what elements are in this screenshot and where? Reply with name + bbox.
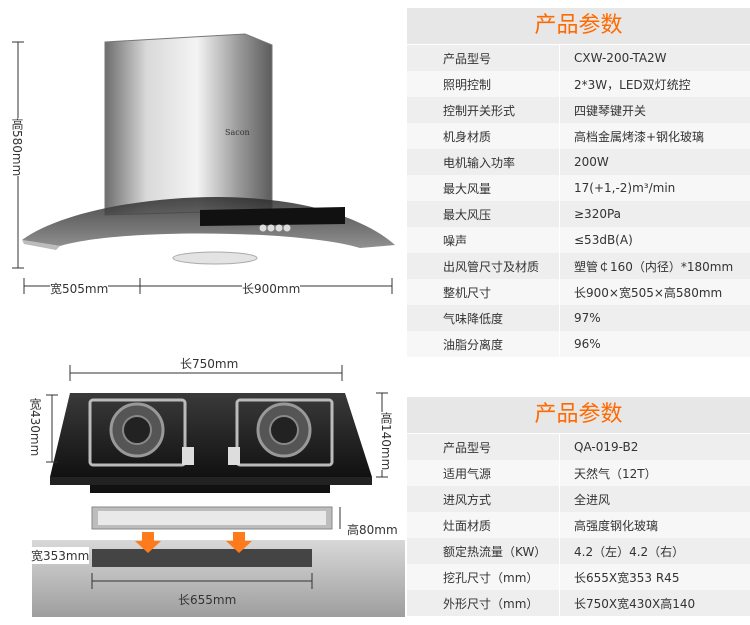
- spec-key: 适用气源: [407, 460, 560, 486]
- stove-height-dim: 高140mm: [378, 412, 395, 471]
- down-arrow-icon: [135, 532, 161, 553]
- spec-key: 控制开关形式: [407, 97, 560, 123]
- spec-key: 灶面材质: [407, 512, 560, 538]
- spec-value: CXW-200-TA2W: [559, 45, 750, 71]
- spec-row: 机身材质高档金属烤漆+钢化玻璃: [407, 123, 750, 149]
- spec-value: 塑管￠160（内径）*180mm: [559, 253, 750, 279]
- down-arrow-icon: [226, 532, 252, 553]
- spec-value: 2*3W，LED双灯统控: [559, 71, 750, 97]
- spec-key: 气味降低度: [407, 305, 560, 331]
- spec-value: 4.2（左）4.2（右）: [559, 538, 750, 564]
- spec-value: ≥320Pa: [559, 201, 750, 227]
- hood-spec-title: 产品参数: [407, 8, 750, 44]
- spec-key: 挖孔尺寸（mm）: [407, 564, 560, 590]
- cutout-width-dim: 宽353mm: [31, 547, 90, 564]
- spec-value: 全进风: [559, 486, 750, 512]
- spec-value: 高档金属烤漆+钢化玻璃: [559, 123, 750, 149]
- spec-value: 长900×宽505×高580mm: [559, 279, 750, 305]
- spec-row: 灶面材质高强度钢化玻璃: [407, 512, 750, 538]
- spec-key: 噪声: [407, 227, 560, 253]
- spec-row: 挖孔尺寸（mm）长655X宽353 R45: [407, 564, 750, 590]
- spec-row: 额定热流量（KW）4.2（左）4.2（右）: [407, 538, 750, 564]
- spec-key: 电机输入功率: [407, 149, 560, 175]
- stove-bottom-height-dim: 高80mm: [347, 521, 398, 538]
- spec-value: QA-019-B2: [559, 434, 750, 460]
- control-key-icon: [275, 224, 283, 232]
- spec-value: 长750X宽430X高140: [559, 590, 750, 616]
- spec-row: 整机尺寸长900×宽505×高580mm: [407, 279, 750, 305]
- cutout-length-dim: 长655mm: [178, 593, 237, 607]
- spec-row: 控制开关形式四键琴键开关: [407, 97, 750, 123]
- spec-row: 适用气源天然气（12T）: [407, 460, 750, 486]
- spec-key: 油脂分离度: [407, 331, 560, 357]
- spec-row: 最大风压≥320Pa: [407, 201, 750, 227]
- range-hood-image: [12, 33, 395, 294]
- gas-stove-image: [32, 365, 405, 617]
- control-key-icon: [259, 224, 267, 232]
- spec-key: 出风管尺寸及材质: [407, 253, 560, 279]
- spec-key: 外形尺寸（mm）: [407, 590, 560, 616]
- spec-key: 产品型号: [407, 434, 560, 460]
- stove-spec-title: 产品参数: [407, 397, 750, 433]
- spec-value: 天然气（12T）: [559, 460, 750, 486]
- right-burner-icon: [235, 398, 334, 467]
- hood-depth-dim: 宽505mm: [50, 280, 109, 297]
- spec-value: 96%: [559, 331, 750, 357]
- spec-value: 97%: [559, 305, 750, 331]
- spec-key: 进风方式: [407, 486, 560, 512]
- control-key-icon: [283, 224, 291, 232]
- spec-value: ≤53dB(A): [559, 227, 750, 253]
- hood-length-dim: 长900mm: [242, 280, 301, 297]
- spec-key: 最大风量: [407, 175, 560, 201]
- spec-row: 进风方式全进风: [407, 486, 750, 512]
- spec-key: 最大风压: [407, 201, 560, 227]
- spec-value: 高强度钢化玻璃: [559, 512, 750, 538]
- spec-value: 长655X宽353 R45: [559, 564, 750, 590]
- hood-height-dim: 高580mm: [9, 118, 26, 177]
- left-burner-icon: [88, 398, 187, 467]
- spec-key: 产品型号: [407, 45, 560, 71]
- spec-row: 出风管尺寸及材质塑管￠160（内径）*180mm: [407, 253, 750, 279]
- stove-width-dim: 宽430mm: [27, 398, 44, 457]
- spec-key: 整机尺寸: [407, 279, 560, 305]
- spec-row: 外形尺寸（mm）长750X宽430X高140: [407, 590, 750, 616]
- control-knob-icon: [182, 447, 240, 465]
- spec-key: 照明控制: [407, 71, 560, 97]
- spec-value: 四键琴键开关: [559, 97, 750, 123]
- brand-logo: Sacon: [225, 128, 250, 137]
- spec-value: 17(+1,-2)m³/min: [559, 175, 750, 201]
- spec-key: 机身材质: [407, 123, 560, 149]
- spec-key: 额定热流量（KW）: [407, 538, 560, 564]
- spec-value: 200W: [559, 149, 750, 175]
- control-key-icon: [267, 224, 275, 232]
- stove-length-dim: 长750mm: [180, 355, 239, 372]
- spec-row: 噪声≤53dB(A): [407, 227, 750, 253]
